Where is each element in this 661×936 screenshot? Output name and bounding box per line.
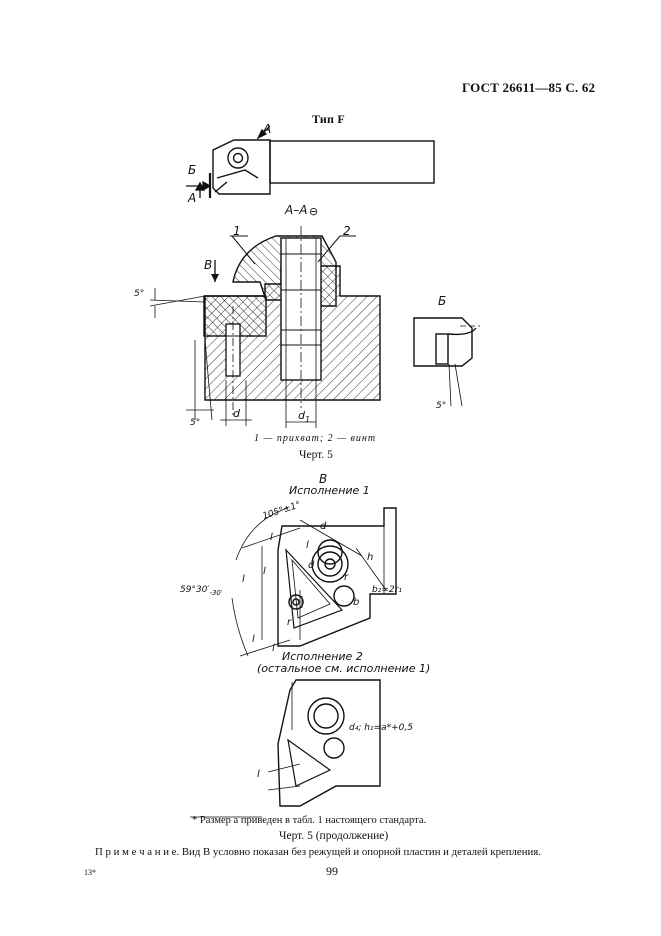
dim-r: r <box>287 617 292 628</box>
dim-d1-sub: 1 <box>304 415 311 425</box>
dim-d: d <box>233 407 240 420</box>
figure-legend: 1 — прихват; 2 — винт <box>254 433 377 444</box>
angle-5-left: 5° <box>134 289 145 299</box>
dim-l4: l <box>272 643 275 654</box>
variant-2-note: (остальное см. исполнение 1) <box>257 662 431 675</box>
dim-l: l <box>242 574 245 585</box>
note-text: П р и м е ч а н и е. Вид В условно показ… <box>95 846 541 858</box>
variant-2-title: Исполнение 2 <box>282 650 363 663</box>
dim-l1: l <box>252 634 255 645</box>
dim-d2: d <box>308 560 315 571</box>
variant-1-title: Исполнение 1 <box>289 484 370 497</box>
dim-l5: l <box>270 532 273 543</box>
view-arrow-v-label: В <box>204 258 213 272</box>
section-arrow-a <box>186 125 271 198</box>
view-b-sketch <box>413 317 480 407</box>
arrow-a-label-top: А <box>263 122 272 136</box>
rotated-view-icon: ⊖ <box>309 205 319 218</box>
dim-l3: l <box>263 566 266 577</box>
arrow-a-label-bottom: А <box>188 191 197 205</box>
angle-59-value: 59°30′ <box>180 585 210 595</box>
arrow-b-label: Б <box>188 163 197 177</box>
section-a-a-view <box>149 226 381 428</box>
callout-2: 2 <box>343 224 351 238</box>
footer-left-mark: 13* <box>84 868 96 877</box>
dim-b2r: b₂=2r₁ <box>372 585 402 595</box>
view-v-variant-1 <box>231 507 397 657</box>
type-label: Тип F <box>312 112 345 126</box>
dim-h1: h <box>367 552 374 563</box>
angle-5-bottom-left: 5° <box>190 418 201 428</box>
tool-holder-view <box>208 139 435 198</box>
dim-d1: d1 <box>298 409 310 424</box>
view-v-title: В <box>319 472 328 486</box>
section-title: А–А <box>285 203 308 217</box>
dim-l2: l <box>306 540 309 551</box>
angle-59: 59°30′-30′ <box>180 585 222 597</box>
dim-d1-letter: d <box>298 409 305 422</box>
page-header: ГОСТ 26611—85 С. 62 <box>462 80 596 95</box>
dim-d4-h1: d₄; h₁=a*+0,5 <box>349 723 413 733</box>
footnote: * Размер a приведен в табл. 1 настоящего… <box>192 815 427 826</box>
dim-l8: l <box>257 769 260 780</box>
figure-caption: Черт. 5 <box>299 449 333 461</box>
callout-1: 1 <box>233 224 241 238</box>
angle-59-tolerance: -30′ <box>209 588 223 597</box>
angle-5-view-b: 5° <box>436 401 447 411</box>
dim-r1: r <box>344 572 349 583</box>
page-number: 99 <box>326 864 338 878</box>
figure-caption-continued: Черт. 5 (продолжение) <box>279 830 389 842</box>
dim-b1: b <box>353 597 360 608</box>
view-b-title: Б <box>438 294 447 308</box>
dim-d3: d <box>320 521 327 532</box>
view-v-variant-2 <box>267 679 381 807</box>
